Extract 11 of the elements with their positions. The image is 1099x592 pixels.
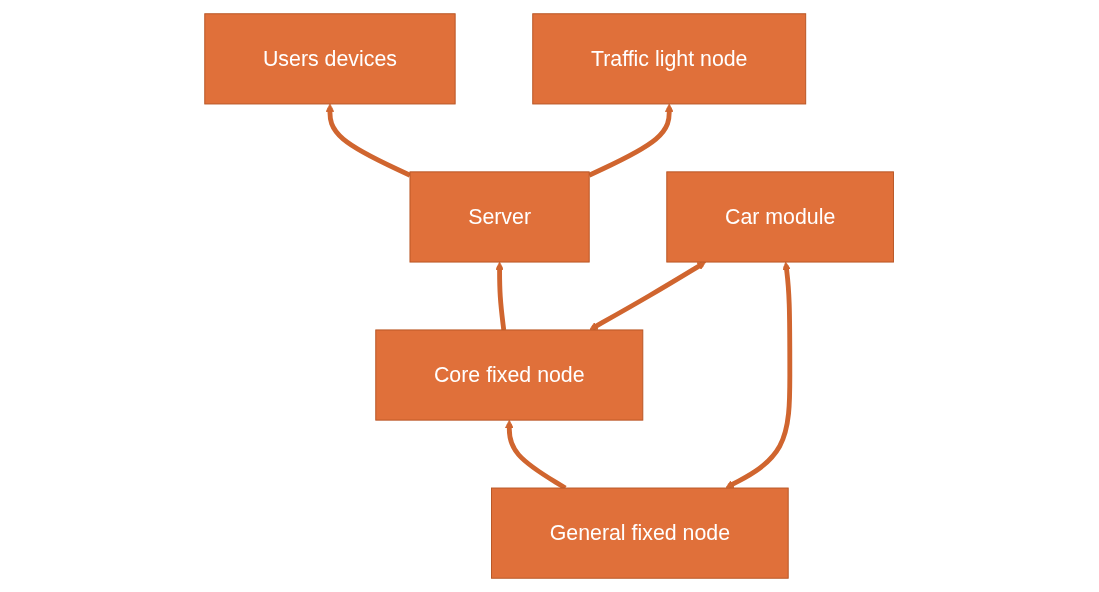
node-box: Server (409, 171, 591, 263)
arrow (495, 261, 507, 331)
node-box: Car module (666, 171, 895, 263)
arrow (326, 103, 412, 178)
node-box: Traffic light node (532, 13, 807, 105)
arrow (725, 261, 793, 489)
arrow (589, 261, 707, 331)
node-box: General fixed node (491, 487, 790, 579)
node-box: Users devices (204, 13, 456, 105)
node-box: Core fixed node (375, 329, 644, 421)
arrow (588, 103, 674, 178)
